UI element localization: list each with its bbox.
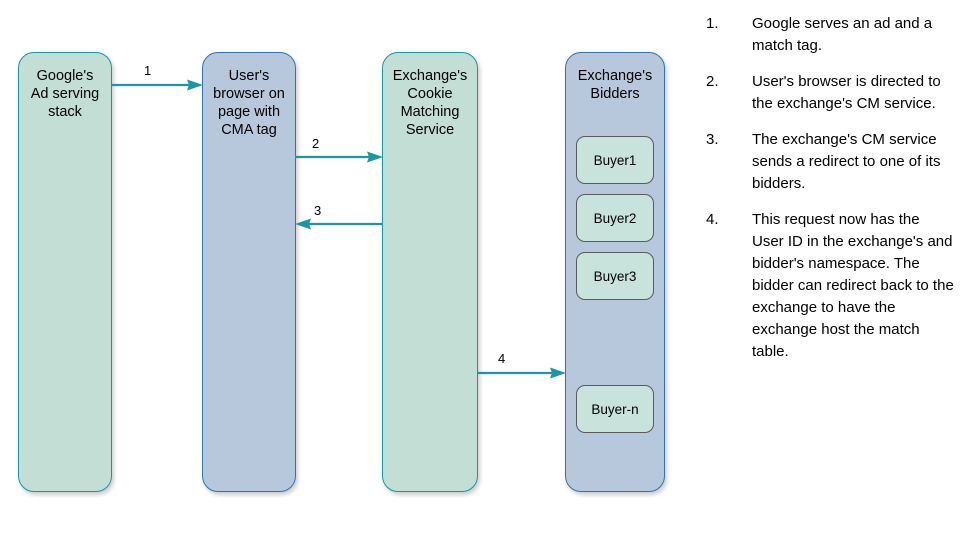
step-number: 3. <box>706 131 719 148</box>
node-label-buyer-n: Buyer-n <box>591 401 639 417</box>
node-buyer-1[interactable]: Buyer1 <box>576 136 654 184</box>
node-user-browser[interactable]: User's browser on page with CMA tag <box>202 52 296 492</box>
arrow-3-left-icon <box>295 217 383 231</box>
node-label-browser: User's browser on page with CMA tag <box>213 68 285 138</box>
list-item: 4. This request now has the User ID in t… <box>706 209 954 363</box>
node-label-google: Google's Ad serving stack <box>30 68 100 120</box>
steps-list: 1. Google serves an ad and a match tag. … <box>706 13 954 377</box>
step-text: User's browser is directed to the exchan… <box>752 73 941 112</box>
arrow-4-label: 4 <box>498 351 506 366</box>
list-item: 3. The exchange's CM service sends a red… <box>706 129 954 195</box>
step-number: 4. <box>706 211 719 228</box>
arrow-1-right-icon <box>111 78 203 92</box>
node-buyer-3[interactable]: Buyer3 <box>576 252 654 300</box>
arrow-2-right-icon <box>295 150 383 164</box>
list-item: 2. User's browser is directed to the exc… <box>706 71 954 115</box>
arrow-3-label: 3 <box>314 203 322 218</box>
step-text: Google serves an ad and a match tag. <box>752 15 933 54</box>
node-buyer-n[interactable]: Buyer-n <box>576 385 654 433</box>
step-number: 1. <box>706 15 719 32</box>
arrow-4-right-icon <box>478 366 566 380</box>
node-exchange-cookie-matching-service[interactable]: Exchange's Cookie Matching Service <box>382 52 478 492</box>
node-label-buyer-2: Buyer2 <box>593 210 637 226</box>
step-text: This request now has the User ID in the … <box>752 211 954 360</box>
node-label-bidders: Exchange's Bidders <box>577 68 653 102</box>
step-number: 2. <box>706 73 719 90</box>
arrow-1-label: 1 <box>144 63 152 78</box>
node-google-ad-serving-stack[interactable]: Google's Ad serving stack <box>18 52 112 492</box>
node-label-buyer-3: Buyer3 <box>593 268 637 284</box>
list-item: 1. Google serves an ad and a match tag. <box>706 13 954 57</box>
node-label-cms: Exchange's Cookie Matching Service <box>392 68 468 138</box>
node-buyer-2[interactable]: Buyer2 <box>576 194 654 242</box>
node-label-buyer-1: Buyer1 <box>593 152 637 168</box>
arrow-2-label: 2 <box>312 136 320 151</box>
step-text: The exchange's CM service sends a redire… <box>752 131 941 192</box>
